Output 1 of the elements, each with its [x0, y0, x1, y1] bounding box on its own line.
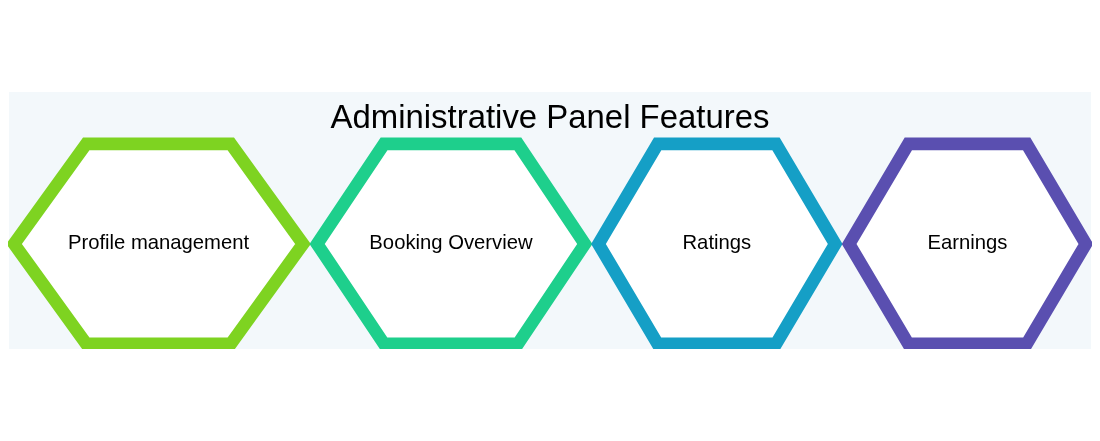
diagram-title: Administrative Panel Features: [330, 98, 770, 136]
